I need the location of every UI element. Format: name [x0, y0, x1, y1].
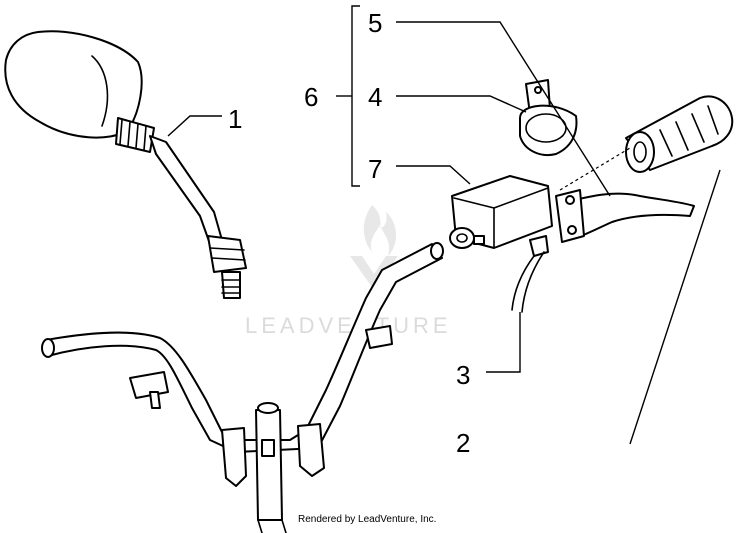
callout-6: 6 — [304, 82, 318, 112]
switch-housing — [449, 175, 553, 249]
cable — [511, 235, 549, 313]
assembly-axis-line — [559, 147, 631, 191]
callout-2: 2 — [456, 428, 470, 458]
callout-5: 5 — [368, 8, 382, 38]
callout-1: 1 — [228, 104, 242, 134]
watermark-logo — [350, 205, 398, 290]
callout-4: 4 — [368, 82, 382, 112]
watermark-text: LEADVENTURE — [245, 313, 452, 338]
handlebar — [41, 242, 444, 533]
callout-7: 7 — [368, 154, 382, 184]
leader-lines — [167, 5, 721, 445]
callout-3: 3 — [456, 360, 470, 390]
render-credit: Rendered by LeadVenture, Inc. — [298, 514, 436, 525]
mirror — [4, 30, 247, 299]
brake-lever — [555, 189, 695, 243]
grip — [625, 95, 734, 173]
clamp — [519, 79, 578, 156]
